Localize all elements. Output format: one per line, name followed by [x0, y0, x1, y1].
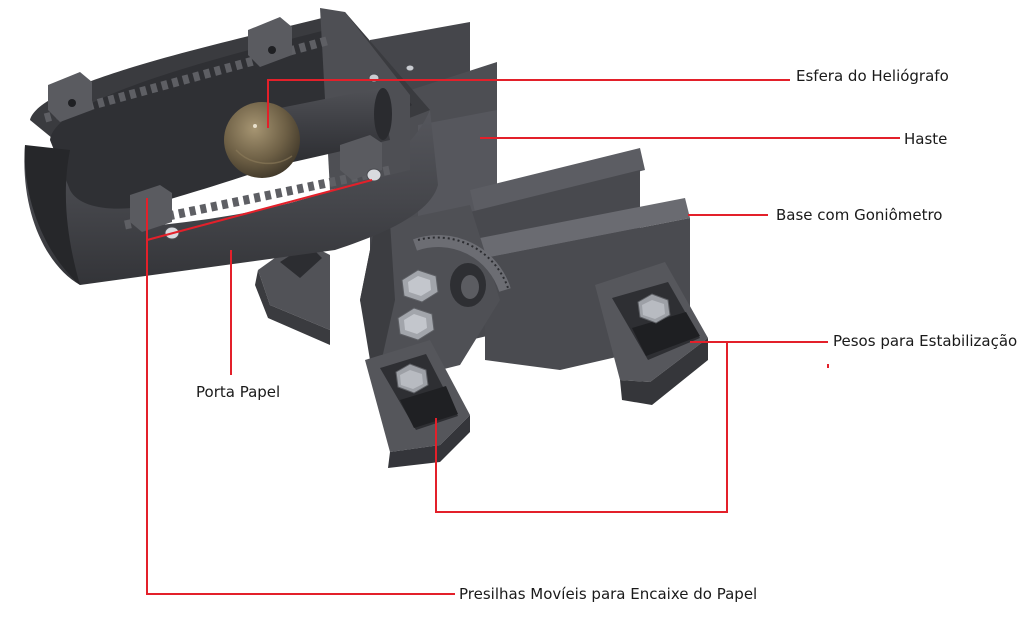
goniometer-scale: [413, 235, 511, 307]
leader-weights-bracket: [435, 342, 728, 513]
label-clips: Presilhas Movíeis para Encaixe do Papel: [459, 585, 758, 603]
heliograph-sphere: [224, 102, 300, 178]
leader-lines: [146, 79, 900, 595]
label-paper-holder: Porta Papel: [196, 383, 281, 401]
leader-clip-link: [146, 179, 373, 241]
stray-mark: [827, 364, 829, 368]
label-weights: Pesos para Estabilização: [833, 332, 1018, 350]
pivot-nut-top: [401, 269, 439, 303]
pivot-nut-bottom: [397, 307, 435, 341]
label-base: Base com Goniômetro: [776, 206, 943, 224]
label-rod: Haste: [904, 130, 948, 148]
leader-clips: [146, 198, 455, 595]
front-weight-nut: [395, 363, 429, 394]
right-foot: [595, 262, 708, 405]
clip-blocks: [48, 17, 382, 232]
paper-holder-cylinder: [24, 8, 438, 285]
right-weight-nut: [637, 293, 671, 324]
leader-sphere: [267, 79, 790, 128]
label-sphere: Esfera do Heliógrafo: [796, 67, 949, 85]
